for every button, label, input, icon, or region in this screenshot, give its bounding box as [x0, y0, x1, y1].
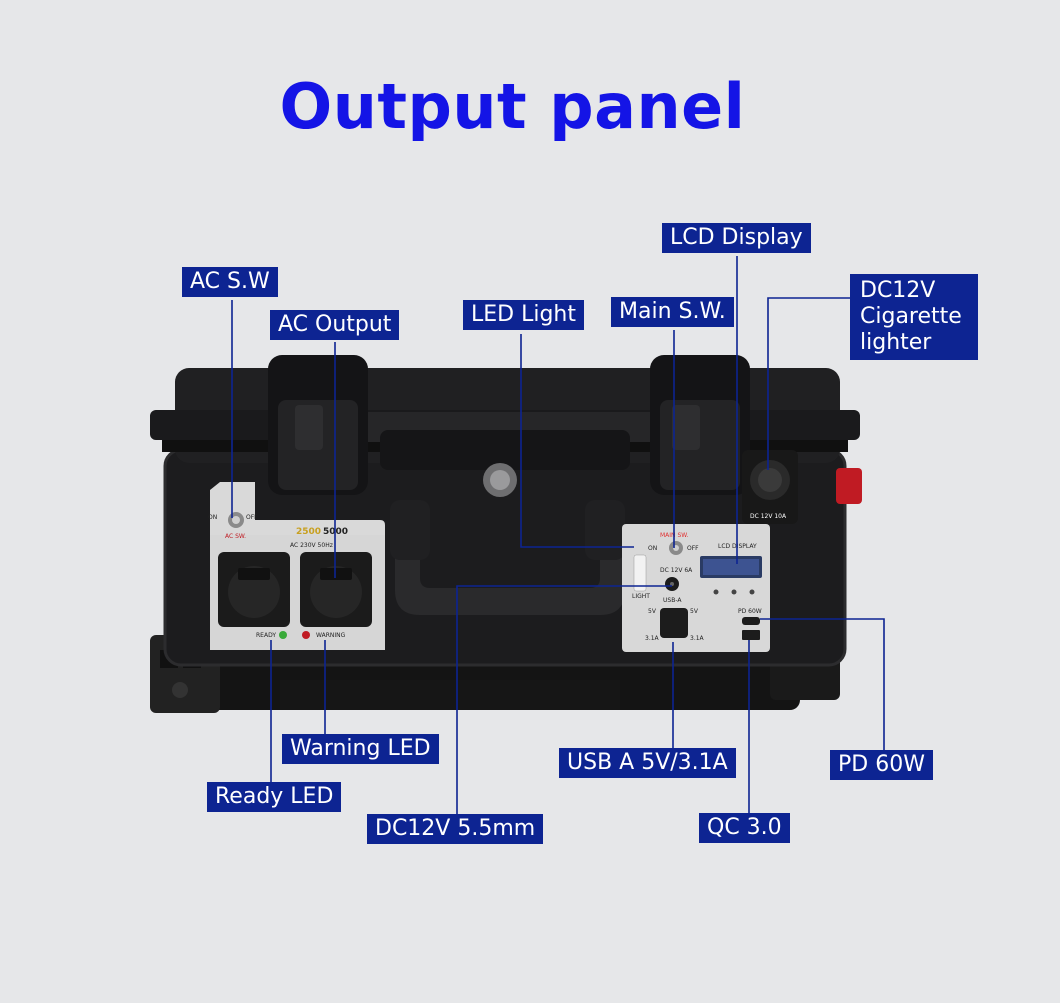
- leader-pd: [760, 618, 885, 752]
- ac-rating: AC 230V 50Hz: [290, 542, 333, 549]
- five-v-left: 5V: [648, 608, 657, 615]
- page-title: Output panel: [279, 70, 746, 143]
- label-usb-a: USB A 5V/3.1A: [559, 748, 736, 778]
- pd-mark: PD 60W: [738, 608, 762, 615]
- label-pd60w: PD 60W: [830, 750, 933, 780]
- amp-right: 3.1A: [690, 635, 705, 642]
- handle-back: [380, 430, 630, 470]
- leader-cig: [767, 297, 850, 470]
- label-dc12v-55: DC12V 5.5mm: [367, 814, 544, 844]
- cig-mark: DC 12V 10A: [750, 513, 787, 520]
- handle: [395, 545, 625, 615]
- dc-6a-text: DC 12V 6A: [660, 567, 693, 574]
- label-led-light: LED Light: [463, 300, 584, 330]
- power-a: 2500: [296, 527, 321, 537]
- five-v-right: 5V: [690, 608, 699, 615]
- label-lcd-display: LCD Display: [662, 223, 811, 253]
- light-text: LIGHT: [632, 593, 650, 600]
- warning-led-dot: [302, 631, 310, 639]
- main-on-text: ON: [648, 545, 657, 552]
- label-main-sw: Main S.W.: [611, 297, 734, 327]
- label-dc12v-cigarette: DC12V Cigarette lighter: [850, 274, 978, 360]
- main-off-text: OFF: [687, 545, 699, 552]
- label-ready-led: Ready LED: [207, 782, 342, 812]
- ac-off-text: OFF: [246, 514, 258, 521]
- leader-dc55: [456, 585, 672, 814]
- warning-text: WARNING: [316, 632, 346, 639]
- ac-sw-mark: AC SW.: [225, 533, 246, 540]
- label-ac-output: AC Output: [270, 310, 400, 340]
- label-warning-led: Warning LED: [282, 734, 439, 764]
- label-qc30: QC 3.0: [699, 813, 790, 843]
- leader-led-light: [520, 334, 634, 548]
- ready-text: READY: [256, 632, 276, 639]
- ready-led-dot: [279, 631, 287, 639]
- label-ac-sw: AC S.W: [182, 267, 278, 297]
- ac-on-text: ON: [208, 514, 217, 521]
- usb-a-mark: USB-A: [663, 597, 682, 604]
- amp-left: 3.1A: [645, 635, 660, 642]
- side-clip: [836, 468, 862, 504]
